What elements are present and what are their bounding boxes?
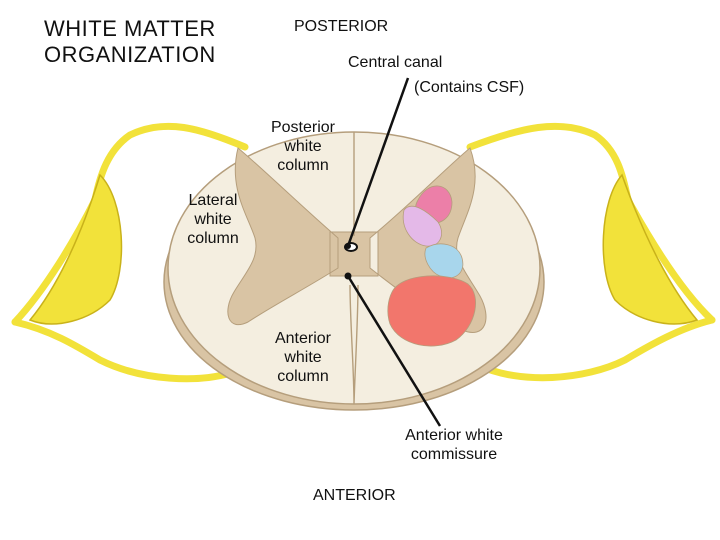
left-ventral-root bbox=[11, 318, 244, 383]
anterior-median-fissure bbox=[349, 284, 359, 405]
lateral-white-column-label: Lateral white column bbox=[176, 191, 250, 249]
pwc-line-3: column bbox=[277, 157, 329, 175]
anterior-white-commissure-label: Anterior white commissure bbox=[386, 426, 522, 464]
diagram-title: WHITE MATTER ORGANIZATION bbox=[44, 16, 216, 69]
region-red bbox=[387, 275, 476, 347]
posterior-label: POSTERIOR bbox=[294, 18, 389, 35]
awcm-line-1: Anterior white bbox=[405, 427, 503, 444]
pointer-central-canal bbox=[346, 77, 410, 247]
lwc-line-2: white bbox=[194, 211, 232, 229]
awc-line-2: white bbox=[284, 349, 322, 367]
right-dorsal-root bbox=[466, 122, 632, 204]
awc-line-1: Anterior bbox=[274, 330, 332, 347]
posterior-white-column-label: Posterior white column bbox=[258, 118, 348, 176]
right-ventral-root bbox=[474, 316, 716, 382]
csf-label: (Contains CSF) bbox=[414, 79, 525, 96]
awc-line-3: column bbox=[277, 368, 329, 386]
region-blue bbox=[424, 243, 464, 279]
anterior-label: ANTERIOR bbox=[313, 487, 396, 504]
region-lavender bbox=[402, 205, 442, 247]
left-dorsal-root-ganglion bbox=[28, 173, 123, 325]
pwc-line-2: white bbox=[284, 138, 322, 156]
pointer-dot-central-canal bbox=[345, 243, 351, 249]
pointer-anterior-white-commissure bbox=[346, 275, 442, 427]
central-canal-label: Central canal bbox=[348, 54, 443, 71]
pwc-line-1: Posterior bbox=[270, 119, 336, 136]
pointer-dot-commissure bbox=[344, 272, 352, 280]
lwc-line-3: column bbox=[187, 230, 239, 248]
title-line-1: WHITE MATTER bbox=[44, 16, 216, 41]
anterior-white-column-label: Anterior white column bbox=[262, 329, 344, 387]
title-line-2: ORGANIZATION bbox=[44, 42, 216, 68]
awcm-line-2: commissure bbox=[410, 446, 498, 464]
right-dorsal-root-ganglion bbox=[602, 173, 699, 325]
left-dorsal-root bbox=[91, 122, 249, 204]
lwc-line-1: Lateral bbox=[188, 192, 238, 209]
